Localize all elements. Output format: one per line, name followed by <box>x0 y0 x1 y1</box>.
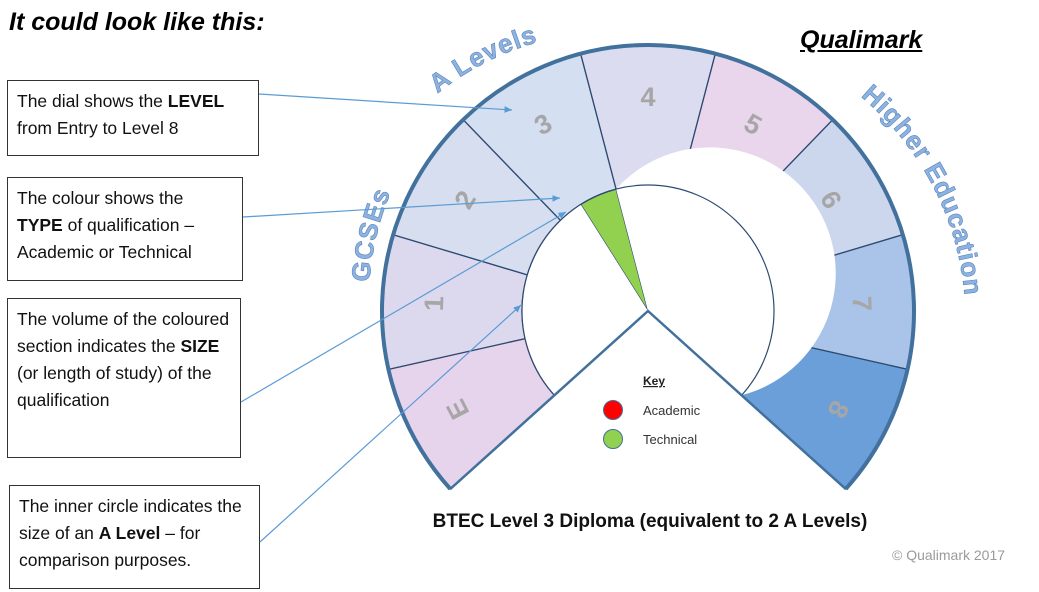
callout-text: – for comparison purposes. <box>19 523 201 570</box>
page-heading: It could look like this: <box>9 8 265 36</box>
inner-circle-right <box>616 147 836 396</box>
qualification-caption: BTEC Level 3 Diploma (equivalent to 2 A … <box>432 511 868 532</box>
key-label-academic: Academic <box>643 403 701 418</box>
callout-level: The dial shows the LEVEL from Entry to L… <box>7 80 259 156</box>
callout-text: The volume of the coloured section indic… <box>17 309 230 356</box>
callout-keyword: LEVEL <box>167 91 225 111</box>
callout-lines <box>240 93 567 543</box>
brand-title: Qualimark <box>800 26 923 54</box>
inner-circle-left <box>521 204 648 396</box>
key-swatch-technical <box>603 429 623 449</box>
inner-circle-layer <box>449 147 847 490</box>
callout-text: The inner circle indicates the size of a… <box>19 496 242 543</box>
key-title: Key <box>643 374 665 388</box>
key-swatch-academic <box>603 400 623 420</box>
callout-pointer-type <box>242 195 561 218</box>
key-label-technical: Technical <box>643 432 697 447</box>
callout-pointer-level <box>258 93 513 113</box>
level-numeral-7: 7 <box>847 295 878 311</box>
callout-text: (or length of study) of the qualificatio… <box>17 363 212 410</box>
level-numeral-1: 1 <box>419 295 450 311</box>
callout-text: The dial shows the <box>17 91 168 111</box>
callout-text: of qualification – Academic or Technical <box>17 215 195 262</box>
callout-pointer-inner-circle <box>259 304 522 543</box>
level-numeral-4: 4 <box>640 82 655 112</box>
callout-size: The volume of the coloured section indic… <box>7 298 241 458</box>
callout-keyword: TYPE <box>17 215 63 235</box>
callout-inner-circle: The inner circle indicates the size of a… <box>9 485 260 589</box>
dial-segments <box>380 43 916 491</box>
callout-text: from Entry to Level 8 <box>17 118 179 138</box>
copyright-notice: © Qualimark 2017 <box>892 547 1006 563</box>
callout-keyword: SIZE <box>180 336 220 356</box>
inner-circle-outline <box>521 184 775 396</box>
callout-pointer-size <box>240 211 567 403</box>
dial-key: Key Academic Technical <box>603 374 701 449</box>
dial-base-edges <box>449 309 847 490</box>
callout-keyword: A Level <box>98 523 161 543</box>
callout-text: The colour shows the <box>17 188 184 208</box>
dial-outer-rim <box>380 43 916 491</box>
callout-type: The colour shows the TYPE of qualificati… <box>7 177 243 281</box>
